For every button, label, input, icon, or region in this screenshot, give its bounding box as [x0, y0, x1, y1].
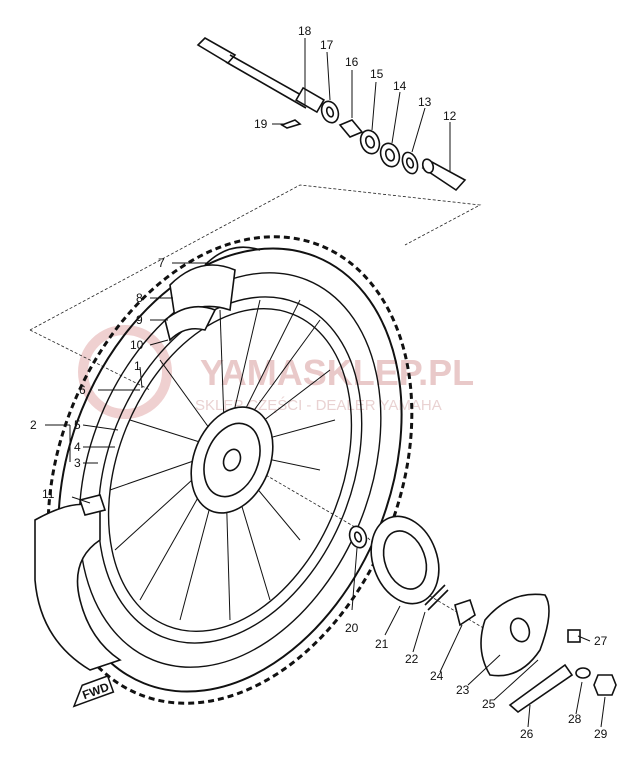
watermark-title: YAMASKLEP.PL — [200, 352, 474, 393]
part-label-23: 23 — [456, 683, 470, 697]
part-label-28: 28 — [568, 712, 582, 726]
axle — [196, 37, 325, 114]
part-label-17: 17 — [320, 38, 334, 52]
watermark-logo — [78, 325, 172, 419]
part-label-6: 6 — [79, 383, 86, 397]
part-label-1: 1 — [134, 359, 141, 373]
part-label-4: 4 — [74, 440, 81, 454]
part-label-22: 22 — [405, 652, 419, 666]
part-label-26: 26 — [520, 727, 534, 741]
part-label-9: 9 — [136, 313, 143, 327]
part-label-24: 24 — [430, 669, 444, 683]
part-label-12: 12 — [443, 109, 457, 123]
tube-and-rim-band — [164, 246, 261, 342]
part-label-20: 20 — [345, 621, 359, 635]
part-label-10: 10 — [130, 338, 144, 352]
part-label-5: 5 — [74, 418, 81, 432]
hub-small-parts — [280, 100, 467, 192]
tyre-section — [34, 494, 122, 671]
leader-lines — [45, 38, 606, 728]
assembly-guide-lines — [29, 184, 521, 651]
part-label-8: 8 — [136, 291, 143, 305]
part-label-15: 15 — [370, 67, 384, 81]
part-label-21: 21 — [375, 637, 389, 651]
part-label-16: 16 — [345, 55, 359, 69]
part-label-2: 2 — [30, 418, 37, 432]
part-label-3: 3 — [74, 456, 81, 470]
hub — [190, 406, 274, 514]
brake-parts — [348, 515, 617, 714]
part-label-7: 7 — [158, 256, 165, 270]
part-label-19: 19 — [254, 117, 268, 131]
part-label-13: 13 — [418, 95, 432, 109]
part-label-27: 27 — [594, 634, 608, 648]
part-label-14: 14 — [393, 79, 407, 93]
fwd-badge: FWD — [72, 675, 115, 708]
part-label-11: 11 — [42, 487, 55, 501]
part-label-25: 25 — [482, 697, 496, 711]
part-label-18: 18 — [298, 24, 312, 38]
part-label-29: 29 — [594, 727, 608, 741]
part-labels: 18 17 16 15 14 13 12 19 7 8 9 10 1 6 2 5… — [30, 24, 608, 741]
